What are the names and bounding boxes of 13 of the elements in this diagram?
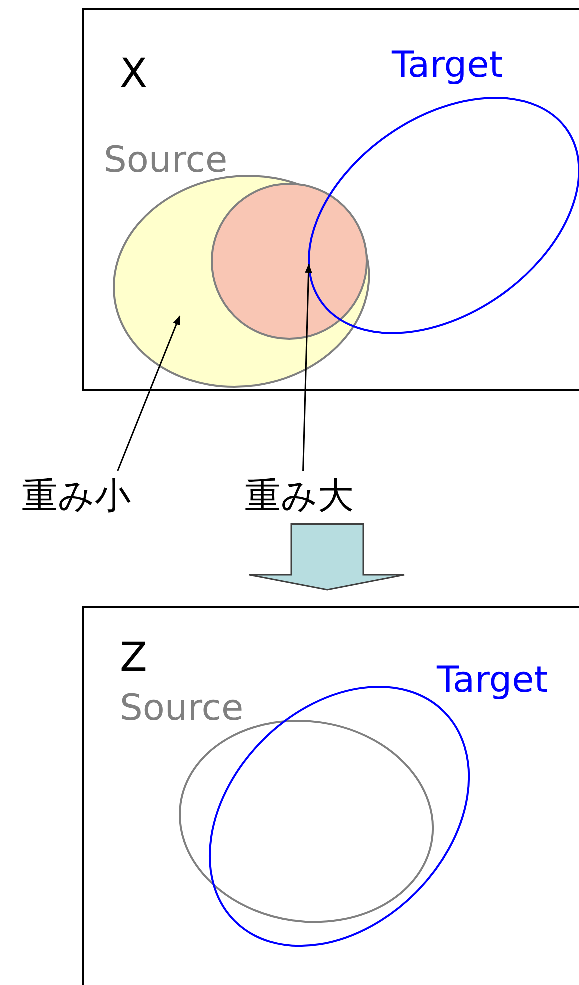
- block-arrow: [248, 523, 406, 591]
- set-label: Source: [120, 691, 244, 727]
- set-label: Target: [392, 48, 504, 84]
- annotation-label: 重み大: [245, 475, 354, 518]
- panel-frame: [82, 606, 579, 985]
- leader-arrow: [117, 316, 181, 472]
- panel-label: X: [120, 54, 148, 94]
- set-label: Target: [437, 663, 548, 699]
- annotation-label: 重み小: [22, 475, 131, 518]
- leader-arrow: [302, 264, 312, 472]
- set-label: Source: [104, 143, 228, 179]
- panel-label: Z: [120, 638, 148, 678]
- panel-frame: [82, 8, 579, 391]
